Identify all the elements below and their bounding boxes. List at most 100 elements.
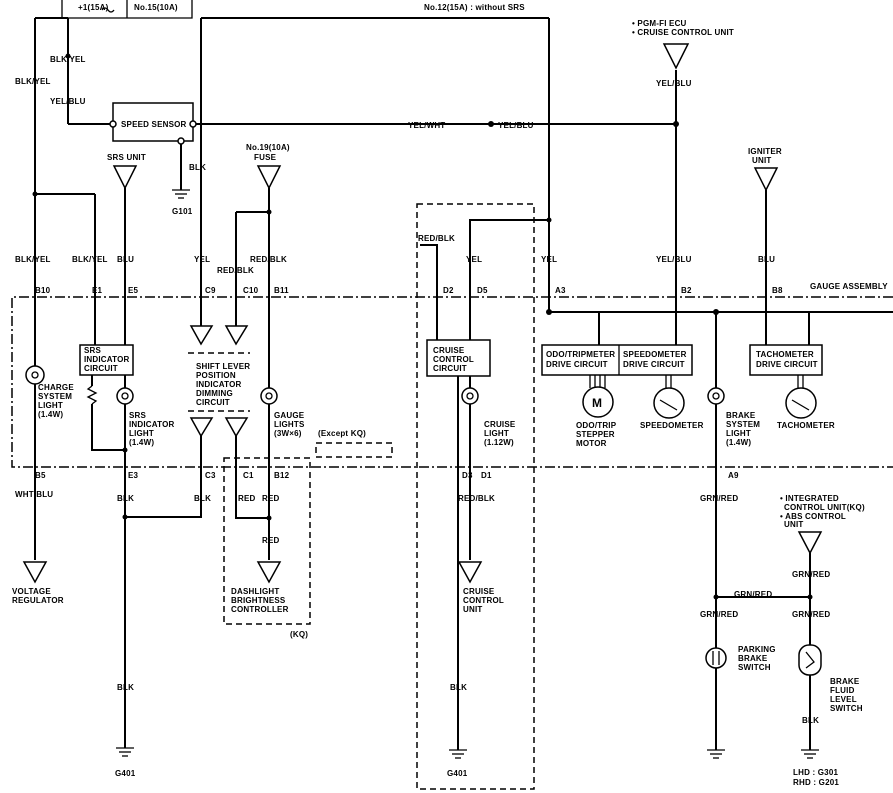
charge-light-l1: CHARGE: [38, 383, 74, 392]
cruise-light-l1: CRUISE: [484, 420, 516, 429]
srs-light-l1: SRS: [129, 411, 147, 420]
cruise-unit-l1: CRUISE: [463, 587, 495, 596]
shift-lever-triangle-3: [189, 417, 214, 438]
odo-circuit-l1: ODO/TRIPMETER: [546, 350, 615, 359]
odo-stepper-motor: [582, 386, 614, 418]
wire-yel-2: YEL: [466, 255, 482, 264]
wire-yel-blu-2: YEL/BLU: [498, 121, 534, 130]
cruise-circuit-l3: CIRCUIT: [433, 364, 467, 373]
igniter-label-2: UNIT: [752, 156, 771, 165]
except-kq-label: (Except KQ): [318, 429, 366, 438]
resistor-symbol: [86, 385, 98, 405]
brake-light-l4: (1.4W): [726, 438, 751, 447]
pgm-connector-triangle: [662, 43, 690, 70]
charge-light-l3: LIGHT: [38, 401, 63, 410]
gauge-lights-l3: (3W×6): [274, 429, 302, 438]
integrated-l4: UNIT: [784, 520, 803, 529]
odo-motor-l3: MOTOR: [576, 439, 607, 448]
srs-unit-triangle: [112, 165, 138, 190]
wire-yel-blu-4: YEL/BLU: [656, 255, 692, 264]
wire-blk-yel-1: BLK/YEL: [50, 55, 86, 64]
brake-fluid-l2: FLUID: [830, 686, 855, 695]
brake-fluid-l3: LEVEL: [830, 695, 857, 704]
wire-red-3: RED: [262, 536, 280, 545]
integrated-triangle: [797, 531, 823, 555]
wire-blk-4: BLK: [450, 683, 467, 692]
odo-motor-l2: STEPPER: [576, 430, 615, 439]
ground-g101: G101: [172, 189, 193, 216]
brake-light-l1: BRAKE: [726, 411, 756, 420]
integrated-l3: • ABS CONTROL: [780, 512, 846, 521]
brake-light-l3: LIGHT: [726, 429, 751, 438]
igniter-triangle: [753, 167, 779, 192]
wire-blk-brake: BLK: [802, 716, 819, 725]
brake-fluid-l4: SWITCH: [830, 704, 863, 713]
integrated-l1: • INTEGRATED: [780, 494, 839, 503]
speedo-circuit-l2: DRIVE CIRCUIT: [623, 360, 685, 369]
shift-lever-triangle-4: [224, 417, 249, 438]
pgm-label-2: • CRUISE CONTROL UNIT: [632, 28, 734, 37]
wire-red-2: RED: [262, 494, 280, 503]
cruise-unit-triangle: [457, 561, 483, 584]
conn-b12: B12: [274, 471, 290, 480]
conn-c10: C10: [243, 286, 259, 295]
shift-lever-l2: POSITION: [196, 371, 236, 380]
parking-brake-l1: PARKING: [738, 645, 776, 654]
conn-b5: B5: [35, 471, 46, 480]
integrated-l2: CONTROL UNIT(KQ): [784, 503, 865, 512]
brake-system-light: [707, 387, 725, 405]
conn-b10: B10: [35, 286, 51, 295]
fuse-symbol-1: [101, 7, 115, 13]
parking-brake-l3: SWITCH: [738, 663, 771, 672]
wire-yel-blu-3: YEL/BLU: [656, 79, 692, 88]
igniter-label-1: IGNITER: [748, 147, 782, 156]
voltage-reg-l2: REGULATOR: [12, 596, 64, 605]
conn-e3: E3: [128, 471, 139, 480]
wire-red-blk-1: RED/BLK: [217, 266, 254, 275]
fuse-note-label: No.12(15A) : without SRS: [424, 3, 525, 12]
cruise-circuit-l2: CONTROL: [433, 355, 474, 364]
wire-blk-3: BLK: [117, 683, 134, 692]
speedometer-gauge: [653, 387, 685, 419]
voltage-reg-l1: VOLTAGE: [12, 587, 51, 596]
speed-sensor-label: SPEED SENSOR: [121, 120, 187, 129]
shift-lever-l3: INDICATOR: [196, 380, 242, 389]
odo-speedo-circuit-box: [541, 344, 693, 376]
charge-system-light: [25, 365, 45, 385]
wire-blu-1: BLU: [117, 255, 134, 264]
odo-motor-l1: ODO/TRIP: [576, 421, 617, 430]
ground-g401-right: [449, 749, 467, 759]
parking-brake-l2: BRAKE: [738, 654, 768, 663]
wire-yel-wht: YEL/WHT: [408, 121, 445, 130]
wire-yel-1: YEL: [194, 255, 210, 264]
cruise-circuit-l1: CRUISE: [433, 346, 465, 355]
gauge-assembly-label: GAUGE ASSEMBLY: [810, 282, 888, 291]
conn-e5: E5: [128, 286, 139, 295]
gauge-lights-l1: GAUGE: [274, 411, 305, 420]
lhd-label: LHD : G301: [793, 768, 838, 777]
conn-c1: C1: [243, 471, 254, 480]
dashlight-kq-box: [223, 457, 311, 625]
dashlight-l1: DASHLIGHT: [231, 587, 279, 596]
fuse-top-2-label: No.15(10A): [134, 3, 178, 12]
conn-c9: C9: [205, 286, 216, 295]
srs-light-l2: INDICATOR: [129, 420, 175, 429]
conn-d5: D5: [477, 286, 488, 295]
brake-fluid-l1: BRAKE: [830, 677, 860, 686]
cruise-light: [461, 387, 479, 405]
conn-d1: D1: [481, 471, 492, 480]
wire-grn-red-3: GRN/RED: [734, 590, 772, 599]
wire-grn-red-2: GRN/RED: [792, 570, 830, 579]
fuse19-label-2: FUSE: [254, 153, 277, 162]
srs-indicator-light: [116, 387, 134, 405]
cruise-light-l3: (1.12W): [484, 438, 514, 447]
brake-fluid-switch: [798, 644, 822, 676]
wire-red-1: RED: [238, 494, 256, 503]
shift-lever-l5: CIRCUIT: [196, 398, 230, 407]
tachometer-gauge: [785, 387, 817, 419]
fuse19-triangle: [256, 165, 282, 190]
brake-light-l2: SYSTEM: [726, 420, 760, 429]
wire-blk-yel-3: BLK/YEL: [15, 255, 51, 264]
wire-blk-yel-2: BLK/YEL: [15, 77, 51, 86]
